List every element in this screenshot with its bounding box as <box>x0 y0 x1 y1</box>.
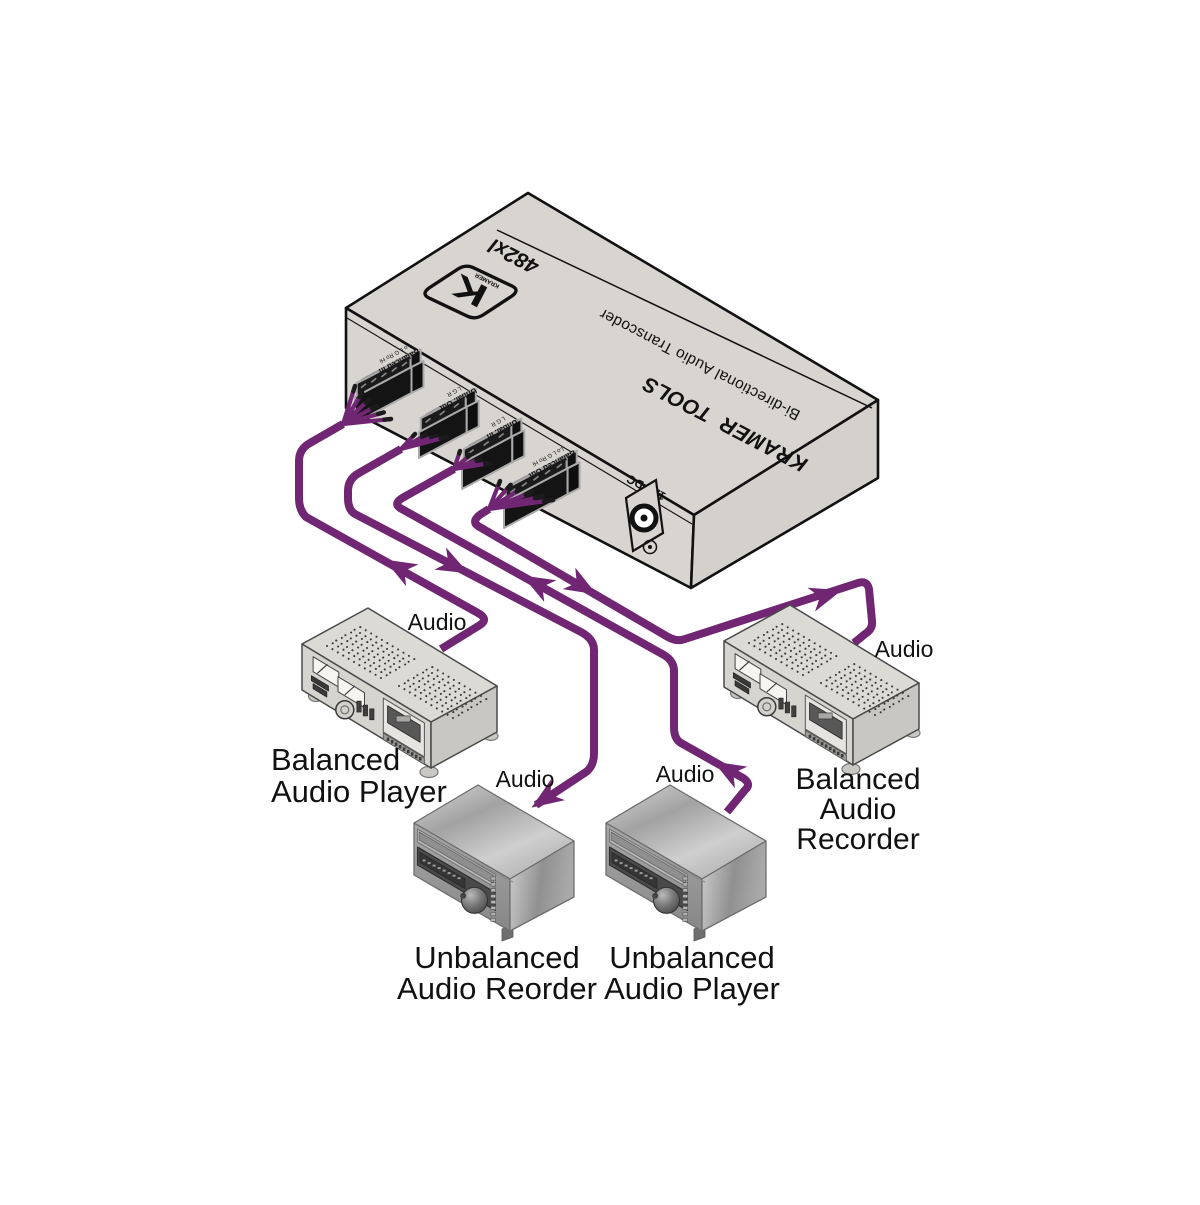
svg-text:Unbalanced: Unbalanced <box>609 940 774 975</box>
svg-text:Balanced: Balanced <box>795 763 920 796</box>
svg-text:Audio: Audio <box>496 766 555 792</box>
svg-text:Audio: Audio <box>408 609 467 635</box>
svg-text:Recorder: Recorder <box>796 823 919 856</box>
svg-text:Unbalanced: Unbalanced <box>414 940 579 975</box>
svg-text:Audio: Audio <box>656 761 715 787</box>
svg-text:Audio: Audio <box>875 636 934 662</box>
svg-text:Audio Player: Audio Player <box>604 971 780 1006</box>
svg-text:Audio Player: Audio Player <box>271 774 447 809</box>
svg-text:Audio: Audio <box>820 793 897 826</box>
svg-text:Balanced: Balanced <box>271 742 400 777</box>
svg-text:Audio Reorder: Audio Reorder <box>397 971 597 1006</box>
